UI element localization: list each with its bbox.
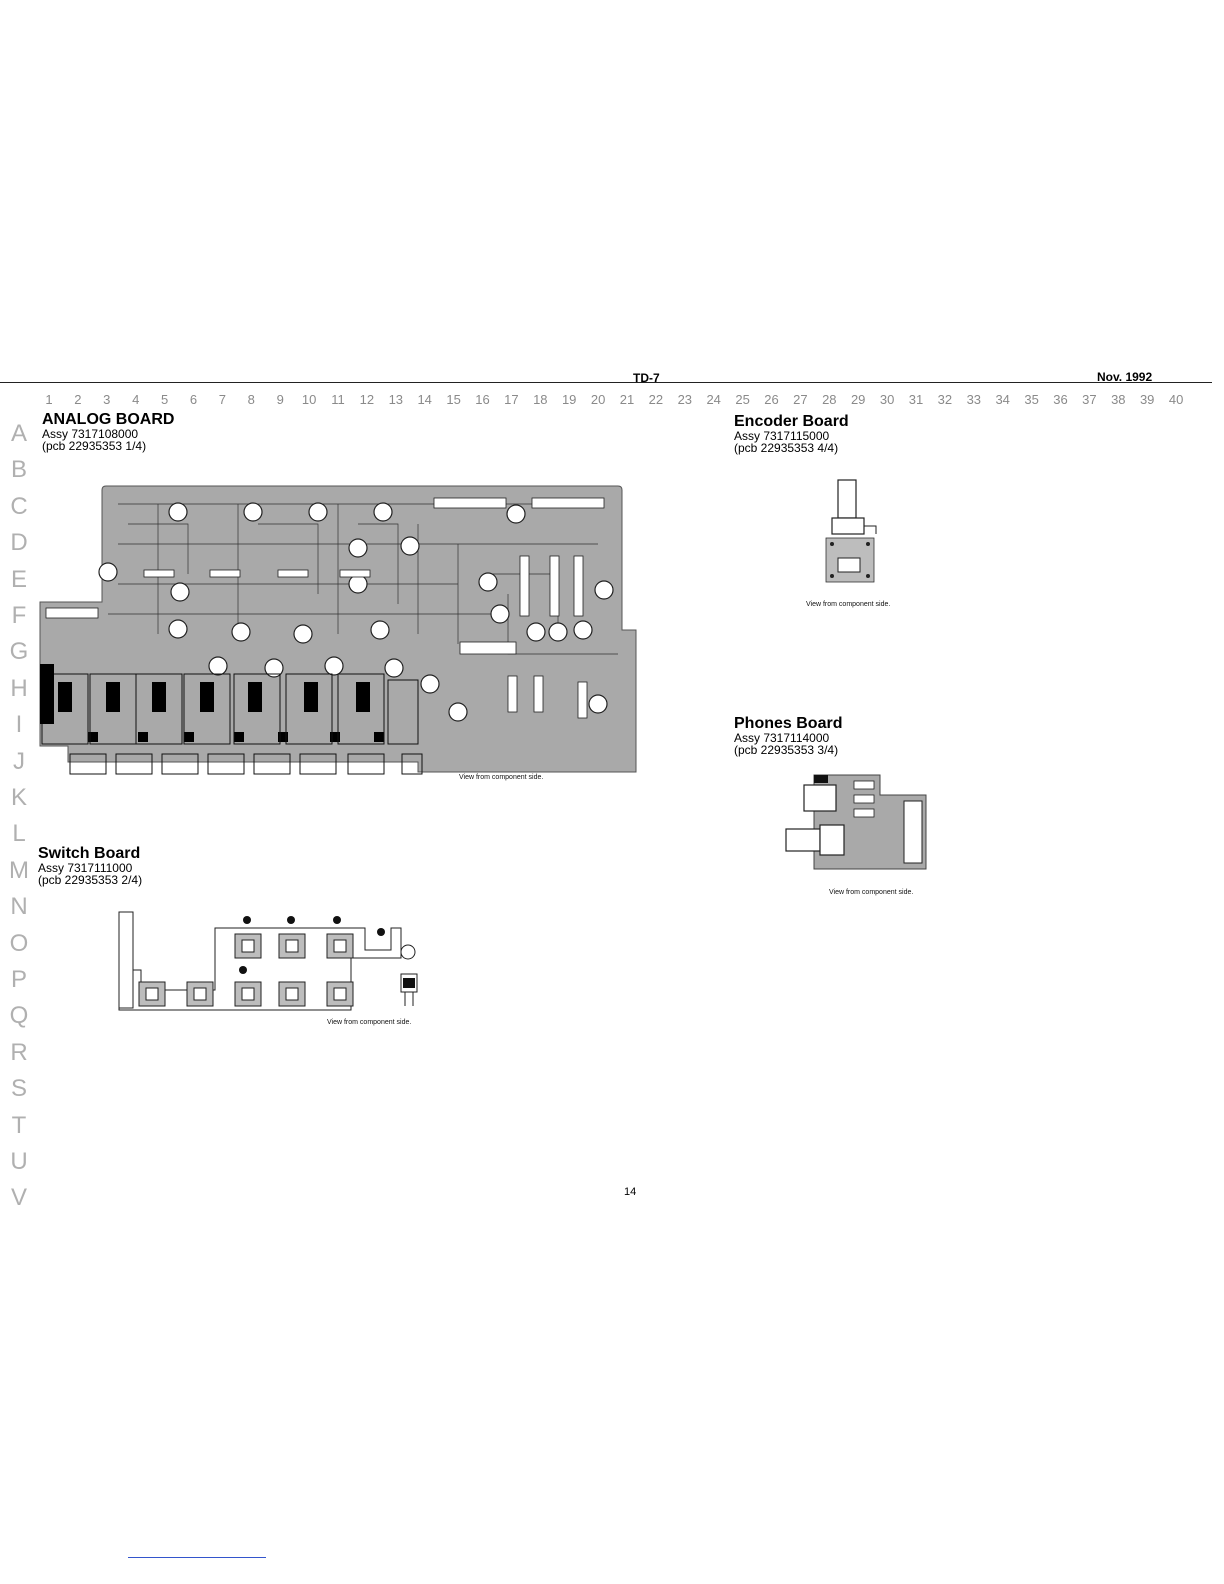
- row-letter: P: [10, 966, 27, 993]
- phones-board-assy: Assy 7317114000: [734, 731, 830, 745]
- row-letter: A: [10, 420, 27, 447]
- column-number: 11: [331, 392, 345, 407]
- column-number: 4: [132, 392, 140, 407]
- phones-board-caption: View from component side.: [829, 889, 914, 896]
- column-number: 37: [1082, 392, 1097, 407]
- column-number: 21: [619, 392, 635, 407]
- row-letter: M: [9, 856, 29, 884]
- row-letter: K: [10, 784, 27, 811]
- row-letter: C: [10, 492, 28, 520]
- column-number: 20: [590, 392, 606, 407]
- encoder-board-pcb: (pcb 22935353 4/4): [734, 441, 839, 455]
- column-number: 22: [648, 392, 664, 407]
- column-number: 18: [533, 392, 548, 407]
- row-letter: J: [13, 747, 25, 775]
- column-number: 39: [1139, 392, 1155, 407]
- analog-board-title: ANALOG BOARD: [42, 411, 175, 428]
- column-number: 24: [706, 392, 721, 407]
- encoder-board-title: Encoder Board: [734, 413, 849, 430]
- column-number: 17: [504, 392, 519, 407]
- analog-board-diagram: [39, 485, 637, 775]
- column-number: 34: [995, 392, 1010, 407]
- row-letter: T: [11, 1111, 27, 1139]
- phones-board-pcb: (pcb 22935353 3/4): [734, 743, 839, 757]
- row-letter: H: [10, 674, 28, 702]
- encoder-board-caption: View from component side.: [806, 601, 891, 608]
- row-letter: L: [12, 820, 26, 848]
- column-number: 16: [475, 392, 490, 407]
- footer-rule: [128, 1557, 266, 1558]
- column-number: 15: [446, 392, 461, 407]
- row-letter: S: [10, 1075, 27, 1103]
- column-number: 7: [218, 392, 227, 407]
- row-letter: E: [10, 565, 27, 593]
- switch-board-heading: Switch Board Assy 7317111000 (pcb 229353…: [38, 845, 142, 886]
- row-letter: U: [10, 1148, 28, 1175]
- switch-board-assy: Assy 7317111000: [38, 861, 133, 875]
- row-letter: B: [10, 456, 27, 484]
- column-number: 38: [1111, 392, 1126, 407]
- column-number: 32: [937, 392, 953, 407]
- encoder-board-diagram: [825, 479, 877, 583]
- column-number: 2: [74, 392, 82, 407]
- column-number: 33: [966, 392, 982, 407]
- switch-board-caption: View from component side.: [327, 1019, 412, 1026]
- column-number: 1: [45, 392, 53, 407]
- column-number: 9: [276, 392, 284, 407]
- column-number: 13: [388, 392, 404, 407]
- encoder-board-heading: Encoder Board Assy 7317115000 (pcb 22935…: [734, 413, 849, 454]
- row-letter: N: [10, 893, 28, 921]
- row-letter: G: [9, 638, 29, 666]
- row-letter: I: [15, 711, 23, 739]
- column-number: 31: [908, 392, 924, 407]
- analog-board-assy: Assy 7317108000: [42, 427, 139, 441]
- column-number: 40: [1168, 392, 1184, 407]
- column-number: 36: [1053, 392, 1068, 407]
- column-number: 10: [301, 392, 317, 407]
- analog-board-pcb: (pcb 22935353 1/4): [42, 439, 147, 453]
- switch-board-pcb: (pcb 22935353 2/4): [38, 873, 143, 887]
- column-number: 8: [247, 392, 255, 407]
- phones-board-title: Phones Board: [734, 715, 843, 732]
- column-number: 30: [879, 392, 895, 407]
- column-number: 29: [850, 392, 866, 407]
- model-label: TD-7: [633, 371, 660, 385]
- column-number: 3: [103, 392, 111, 407]
- column-number: 14: [417, 392, 432, 407]
- date-label: Nov. 1992: [1097, 370, 1153, 384]
- switch-board-diagram: [118, 911, 418, 1011]
- column-number: 35: [1024, 392, 1039, 407]
- column-number: 5: [160, 392, 169, 407]
- column-number: 25: [735, 392, 750, 407]
- analog-board-caption: View from component side.: [459, 774, 544, 781]
- row-letter: D: [10, 529, 28, 557]
- column-number: 27: [793, 392, 808, 407]
- row-letter: V: [10, 1184, 27, 1212]
- switch-board-title: Switch Board: [38, 845, 141, 862]
- column-number: 28: [822, 392, 837, 407]
- phones-board-diagram: [785, 774, 927, 870]
- column-number: 23: [677, 392, 693, 407]
- row-letter: Q: [9, 1002, 29, 1030]
- column-number: 6: [189, 392, 198, 407]
- row-letter: O: [9, 929, 29, 957]
- column-number: 19: [561, 392, 577, 407]
- page-number: 14: [624, 1186, 637, 1198]
- row-letter: R: [10, 1038, 28, 1066]
- encoder-board-assy: Assy 7317115000: [734, 429, 830, 443]
- column-number: 26: [764, 392, 779, 407]
- analog-board-heading: ANALOG BOARD Assy 7317108000 (pcb 229353…: [42, 411, 174, 452]
- column-number: 12: [359, 392, 375, 407]
- row-letter: F: [11, 602, 27, 629]
- phones-board-heading: Phones Board Assy 7317114000 (pcb 229353…: [734, 715, 842, 756]
- header-rule: [0, 382, 1212, 383]
